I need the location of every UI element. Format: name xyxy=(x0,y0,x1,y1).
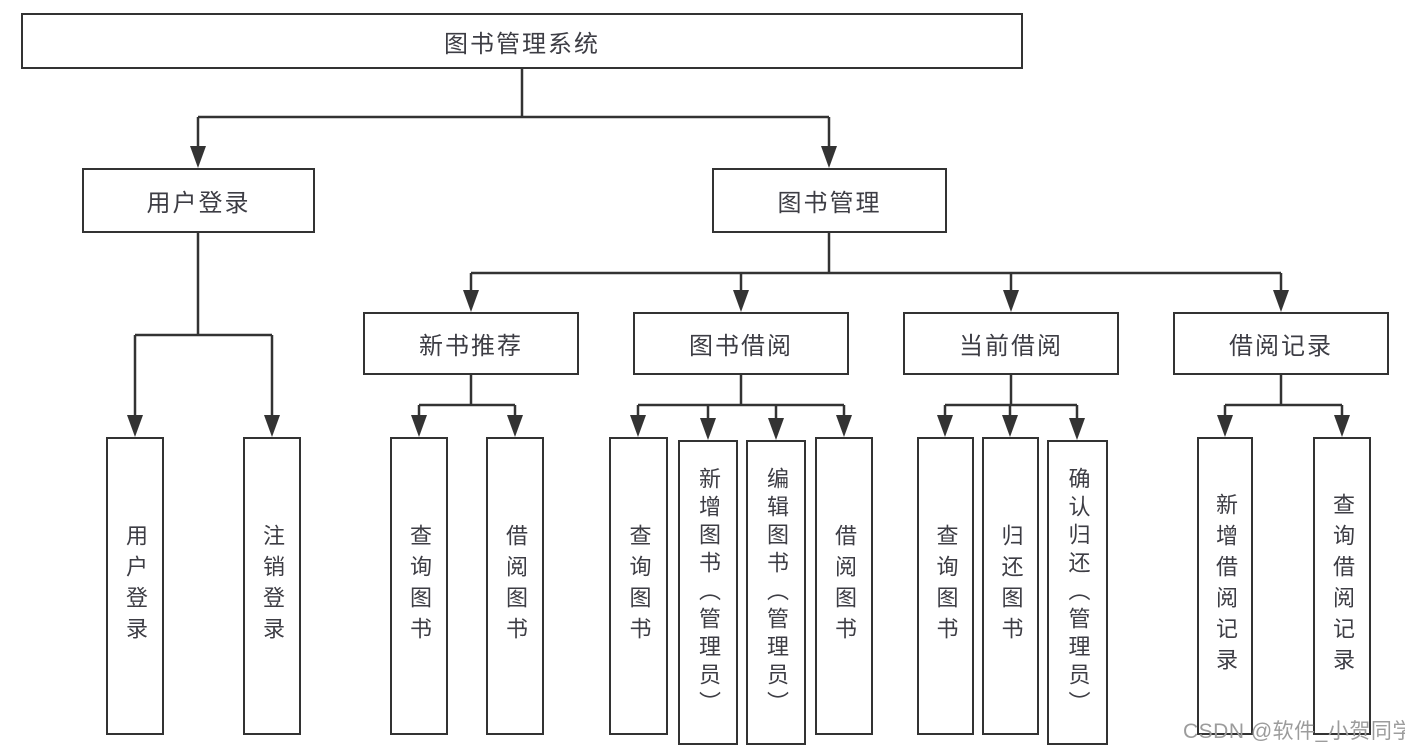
arrowhead xyxy=(190,146,206,168)
arrowhead xyxy=(733,290,749,312)
leaf-return-books: 归还图书 xyxy=(982,437,1039,735)
leaf-add-books-admin: 新增图书（管理员） xyxy=(678,440,738,745)
arrowhead xyxy=(836,415,852,437)
leaf-confirm-return-admin: 确认归还（管理员） xyxy=(1047,440,1108,745)
node-book-management: 图书管理 xyxy=(712,168,947,233)
node-current-borrowing: 当前借阅 xyxy=(903,312,1119,375)
node-book-borrowing: 图书借阅 xyxy=(633,312,849,375)
leaf-query-books-borrow: 查询图书 xyxy=(609,437,668,735)
arrowhead xyxy=(1002,415,1018,437)
node-user-login: 用户登录 xyxy=(82,168,315,233)
arrowhead xyxy=(630,415,646,437)
leaf-query-borrow-record: 查询借阅记录 xyxy=(1313,437,1371,735)
arrowhead xyxy=(264,415,280,437)
arrowhead xyxy=(821,146,837,168)
node-new-book-recommendation: 新书推荐 xyxy=(363,312,579,375)
leaf-user-login: 用户登录 xyxy=(106,437,164,735)
connector-paths xyxy=(133,69,1344,424)
arrowhead xyxy=(1069,418,1085,440)
leaf-query-books-current: 查询图书 xyxy=(917,437,974,735)
arrowhead xyxy=(411,415,427,437)
arrowhead xyxy=(1003,290,1019,312)
leaf-edit-books-admin: 编辑图书（管理员） xyxy=(746,440,806,745)
arrowhead xyxy=(1217,415,1233,437)
node-root: 图书管理系统 xyxy=(21,13,1023,69)
arrowhead xyxy=(507,415,523,437)
watermark: CSDN @软件_小贺同学 xyxy=(1183,720,1405,743)
arrowhead xyxy=(937,415,953,437)
leaf-add-borrow-record: 新增借阅记录 xyxy=(1197,437,1253,735)
node-borrowing-records: 借阅记录 xyxy=(1173,312,1389,375)
leaf-query-books-recommend: 查询图书 xyxy=(390,437,448,735)
arrowhead xyxy=(1273,290,1289,312)
arrowhead xyxy=(768,418,784,440)
leaf-borrow-books-recommend: 借阅图书 xyxy=(486,437,544,735)
arrowhead xyxy=(127,415,143,437)
arrowhead xyxy=(700,418,716,440)
arrowhead xyxy=(1334,415,1350,437)
leaf-borrow-books: 借阅图书 xyxy=(815,437,873,735)
leaf-logout: 注销登录 xyxy=(243,437,301,735)
arrowhead xyxy=(463,290,479,312)
